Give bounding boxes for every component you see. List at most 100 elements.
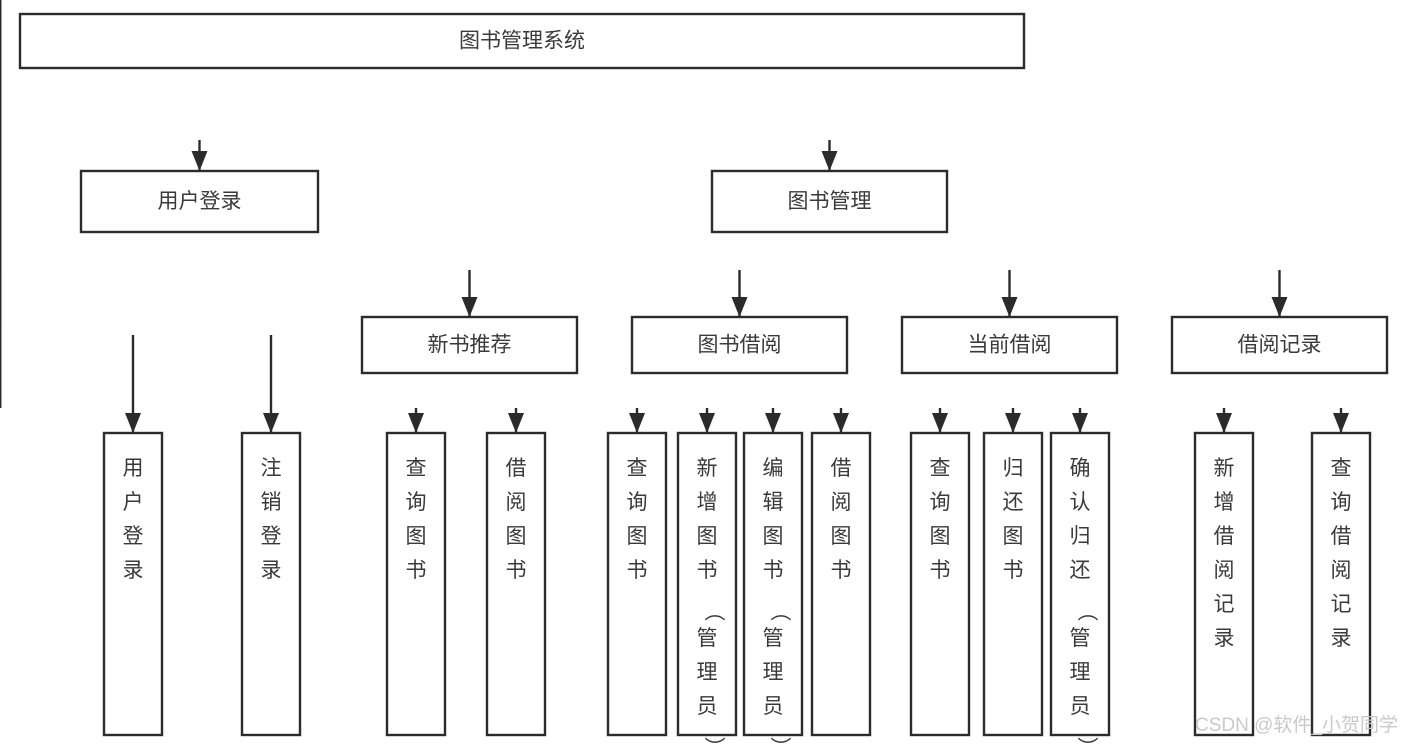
node-label-book-management: 图书管理 (788, 190, 872, 213)
node-box-user-login[interactable] (79, 169, 320, 234)
node-box-root[interactable] (18, 12, 1026, 70)
node-box-leaf-query-borrow-record[interactable] (1310, 431, 1372, 737)
book-management-arrow-3 (1271, 297, 1288, 317)
nodes-layer: 图书管理系统用户登录图书管理新书推荐图书借阅当前借阅借阅记录用户登录注销登录查询… (18, 12, 1389, 747)
current-borrow-arrow-2 (1072, 413, 1088, 433)
user-login-arrow-0 (125, 413, 141, 433)
node-box-leaf-user-login[interactable] (102, 431, 164, 737)
node-label-leaf-confirm-return-admin: 认 (1070, 491, 1091, 514)
node-box-book-management[interactable] (710, 169, 949, 234)
book-borrow-arrow-2 (765, 413, 781, 433)
node-label-leaf-confirm-return-admin: （ (1075, 601, 1098, 622)
connectors-layer (0, 0, 1349, 433)
node-label-leaf-edit-book-admin: 图 (763, 525, 784, 548)
node-label-leaf-borrow-book-recommend: 书 (506, 559, 527, 582)
node-box-leaf-query-book-recommend[interactable] (385, 431, 447, 737)
node-label-leaf-edit-book-admin: 管 (763, 627, 784, 650)
node-label-leaf-query-book-current: 查 (930, 457, 951, 480)
node-label-leaf-borrow-book: 书 (831, 559, 852, 582)
node-box-book-borrow[interactable] (630, 315, 849, 375)
node-box-leaf-logout-login[interactable] (240, 431, 302, 737)
node-label-leaf-add-book-admin: （ (702, 601, 725, 622)
node-label-leaf-query-borrow-record: 询 (1331, 491, 1352, 514)
node-user-login[interactable]: 用户登录 (79, 169, 320, 234)
node-label-leaf-query-book-borrow: 询 (627, 491, 648, 514)
node-box-leaf-confirm-return-admin[interactable] (1049, 431, 1111, 737)
node-label-leaf-add-borrow-record: 新 (1214, 457, 1235, 480)
node-box-leaf-add-borrow-record[interactable] (1193, 431, 1255, 737)
node-book-management[interactable]: 图书管理 (710, 169, 949, 234)
root-arrow-1 (821, 151, 838, 171)
new-book-recommend-arrow-0 (408, 413, 424, 433)
node-label-leaf-user-login: 登 (123, 525, 144, 548)
node-label-leaf-add-book-admin: 图 (697, 525, 718, 548)
book-management-arrow-0 (461, 297, 478, 317)
node-label-leaf-user-login: 户 (123, 491, 144, 514)
node-label-leaf-query-book-recommend: 图 (406, 525, 427, 548)
node-label-leaf-add-book-admin: 书 (697, 559, 718, 582)
node-box-leaf-query-book-borrow[interactable] (606, 431, 668, 737)
node-box-current-borrow[interactable] (900, 315, 1119, 375)
node-label-leaf-user-login: 用 (123, 457, 144, 480)
node-box-leaf-borrow-book-recommend[interactable] (485, 431, 547, 737)
node-current-borrow[interactable]: 当前借阅 (900, 315, 1119, 375)
node-label-leaf-edit-book-admin: ） (768, 737, 791, 747)
node-label-leaf-logout-login: 录 (261, 559, 282, 582)
node-label-leaf-add-borrow-record: 阅 (1214, 559, 1235, 582)
node-label-leaf-confirm-return-admin: 确 (1070, 457, 1091, 480)
node-label-new-book-recommend: 新书推荐 (428, 334, 512, 357)
node-label-leaf-borrow-book-recommend: 借 (506, 457, 527, 480)
node-label-leaf-edit-book-admin: 员 (763, 695, 784, 718)
node-label-leaf-confirm-return-admin: 管 (1070, 627, 1091, 650)
book-management-arrow-2 (1001, 297, 1018, 317)
node-leaf-user-login[interactable]: 用户登录 (102, 431, 164, 737)
node-label-leaf-query-book-borrow: 书 (627, 559, 648, 582)
node-label-leaf-query-book-current: 询 (930, 491, 951, 514)
node-label-leaf-return-book: 图 (1003, 525, 1024, 548)
node-box-leaf-edit-book-admin[interactable] (742, 431, 804, 737)
borrow-record-arrow-0 (1216, 413, 1232, 433)
node-label-leaf-query-book-recommend: 询 (406, 491, 427, 514)
node-borrow-record[interactable]: 借阅记录 (1170, 315, 1389, 375)
node-root[interactable]: 图书管理系统 (18, 12, 1026, 70)
node-label-root: 图书管理系统 (459, 30, 585, 53)
node-box-leaf-return-book[interactable] (982, 431, 1044, 737)
node-label-leaf-query-book-recommend: 书 (406, 559, 427, 582)
node-label-leaf-add-book-admin: 员 (697, 695, 718, 718)
node-label-leaf-add-borrow-record: 借 (1214, 525, 1235, 548)
node-label-book-borrow: 图书借阅 (698, 334, 782, 357)
node-label-leaf-return-book: 还 (1003, 491, 1024, 514)
node-label-leaf-borrow-book: 借 (831, 457, 852, 480)
node-box-leaf-query-book-current[interactable] (909, 431, 971, 737)
node-box-leaf-add-book-admin[interactable] (676, 431, 738, 737)
node-box-leaf-borrow-book[interactable] (810, 431, 872, 737)
root-arrow-0 (191, 151, 208, 171)
node-label-leaf-add-book-admin: 增 (697, 491, 718, 514)
node-label-leaf-add-book-admin: ） (702, 737, 725, 747)
node-label-leaf-query-borrow-record: 记 (1331, 593, 1352, 616)
node-box-borrow-record[interactable] (1170, 315, 1389, 375)
node-label-leaf-query-book-borrow: 查 (627, 457, 648, 480)
node-book-borrow[interactable]: 图书借阅 (630, 315, 849, 375)
node-label-leaf-add-borrow-record: 录 (1214, 627, 1235, 650)
node-label-leaf-add-borrow-record: 增 (1214, 491, 1235, 514)
node-label-leaf-query-borrow-record: 录 (1331, 627, 1352, 650)
node-label-leaf-edit-book-admin: 编 (763, 457, 784, 480)
node-box-new-book-recommend[interactable] (360, 315, 579, 375)
node-label-leaf-logout-login: 登 (261, 525, 282, 548)
node-new-book-recommend[interactable]: 新书推荐 (360, 315, 579, 375)
